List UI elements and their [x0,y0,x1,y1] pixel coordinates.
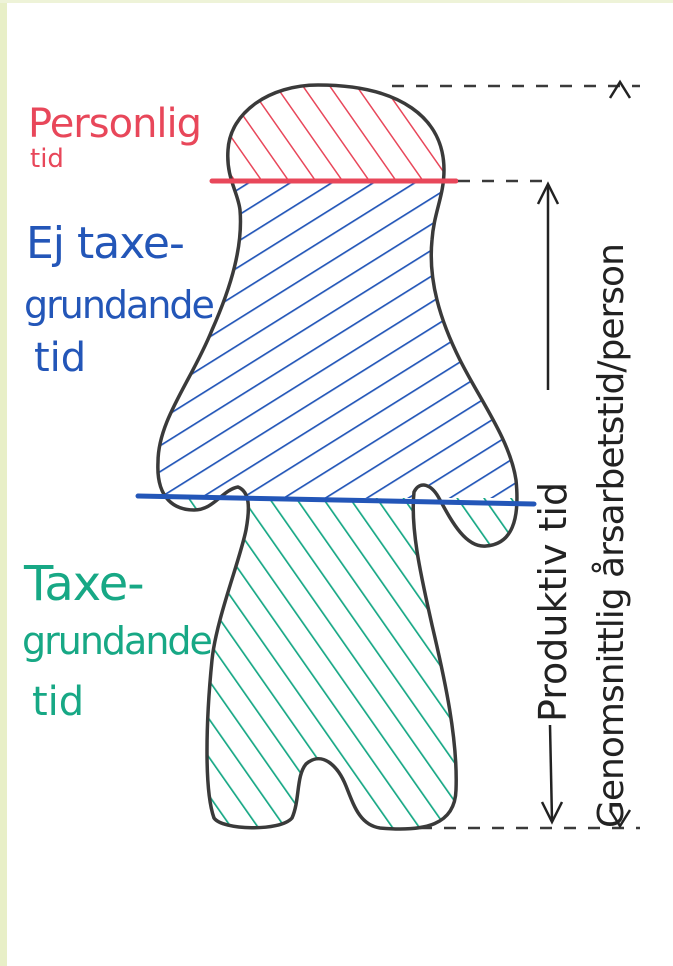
billable-time-label-line2: grundande [22,622,211,660]
non-billable-time-label-line1: Ej taxe- [26,222,184,266]
average-annual-working-time-label: Genomsnittlig årsarbetstid/person [594,244,630,828]
personal-time-label-line2: tid [30,146,64,172]
non-billable-time-label-line3: tid [34,338,86,378]
billable-time-label-line1: Taxe- [24,560,144,608]
productive-time-arrow-line-bottom [550,725,552,820]
personal-time-label-line1: Personlig [28,104,201,144]
non-billable-time-zone [140,182,540,498]
billable-time-zone [140,498,540,838]
non-billable-time-label-line2: grundande [24,286,213,324]
productive-time-label: Produktiv tid [534,482,572,722]
billable-time-label-line3: tid [32,682,84,722]
hatched-zones [140,80,540,838]
